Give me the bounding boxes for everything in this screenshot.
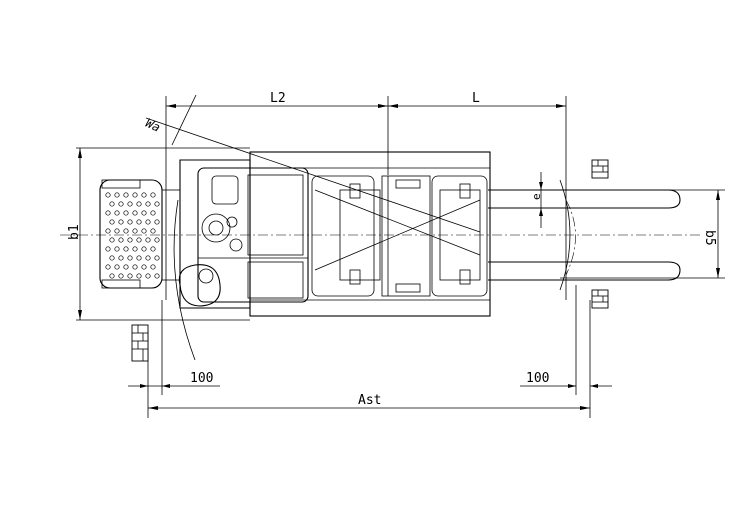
dimension-e-label: e — [530, 193, 543, 200]
dimension-clearance: 100 100 Ast — [128, 285, 612, 418]
truck-body — [178, 151, 491, 317]
wall-symbol-right-bottom — [591, 289, 609, 309]
turning-radius-label: Wa — [143, 116, 162, 135]
load-arcs — [559, 179, 576, 291]
dimension-b5: b5 — [560, 189, 725, 279]
clearance-left-label: 100 — [190, 371, 213, 386]
dimension-b1: b1 — [67, 147, 250, 321]
dimension-b5-label: b5 — [702, 230, 717, 246]
dimension-b1-label: b1 — [67, 224, 82, 240]
wall-symbol-left — [131, 324, 149, 362]
battery-grid — [99, 179, 181, 289]
ast-label: Ast — [358, 393, 381, 408]
clearance-right-label: 100 — [526, 371, 549, 386]
dimension-l-label: L — [472, 91, 480, 106]
turning-radius-wa: Wa — [143, 94, 481, 361]
dimension-l2-label: L2 — [270, 91, 286, 106]
wall-symbol-right-top — [591, 159, 609, 179]
dimension-l2-l: L2 L — [165, 91, 567, 300]
